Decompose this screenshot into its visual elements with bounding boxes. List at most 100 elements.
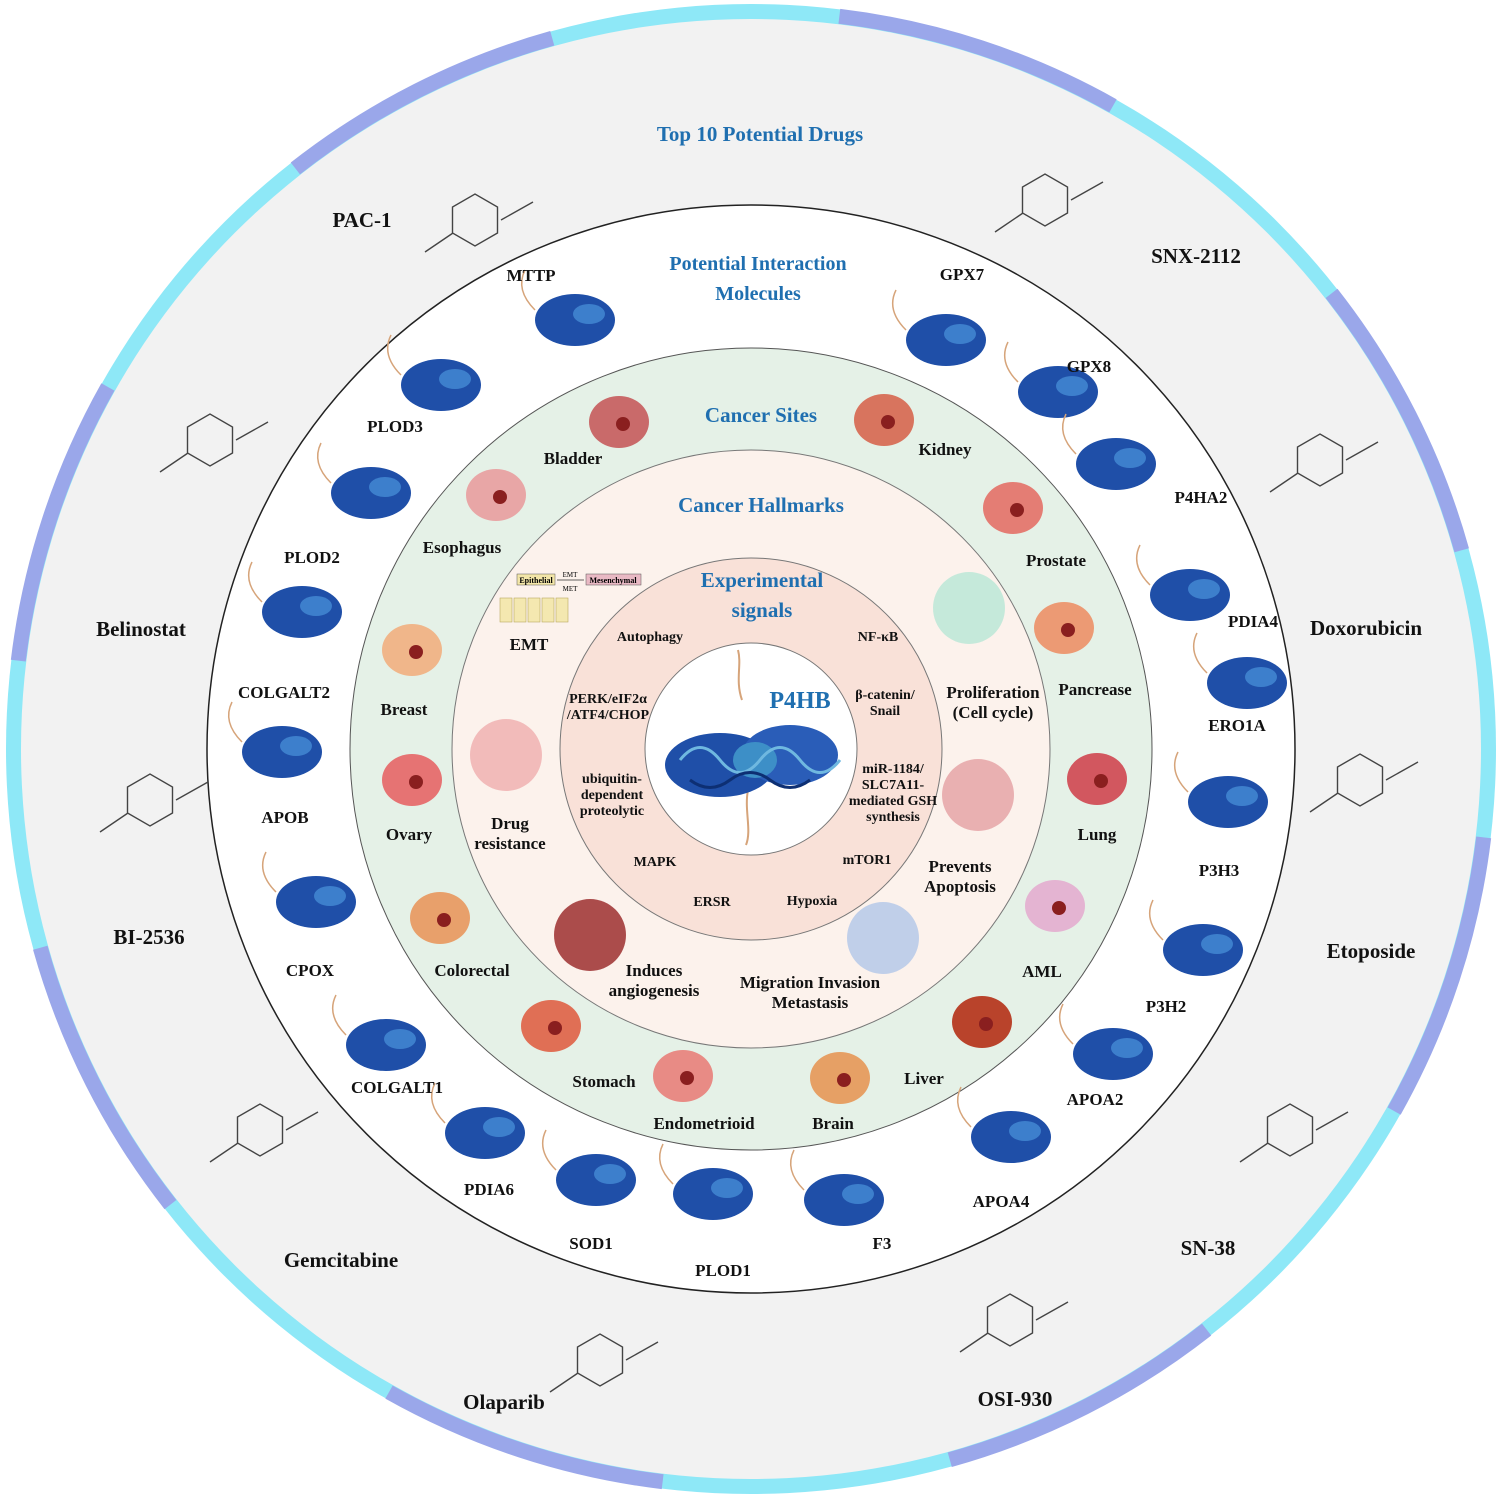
molecule-label-pdia4: PDIA4 (1228, 612, 1279, 631)
tumor-icon (437, 913, 451, 927)
molecule-label-apoa2: APOA2 (1067, 1090, 1124, 1109)
protein-structure-icon (658, 1143, 753, 1220)
tumor-icon (881, 415, 895, 429)
hallmark-icon (554, 899, 626, 971)
tumor-icon (493, 490, 507, 504)
signal-label: mTOR1 (843, 853, 892, 868)
drug-label-belinostat: Belinostat (96, 617, 186, 641)
protein-structure-icon (331, 994, 426, 1071)
molecule-label-pdia6: PDIA6 (464, 1180, 514, 1199)
protein-structure-icon (520, 269, 615, 346)
tumor-icon (1052, 901, 1066, 915)
drugs-ring-title: Top 10 Potential Drugs (657, 122, 863, 146)
protein-structure-icon (1192, 632, 1287, 709)
molecule-label-plod1: PLOD1 (695, 1261, 751, 1280)
tumor-icon (409, 645, 423, 659)
signal-label: MAPK (634, 855, 677, 870)
p4hb-protein-icon (665, 725, 842, 797)
site-label-prostate: Prostate (1026, 551, 1087, 570)
molecule-label-gpx8: GPX8 (1067, 357, 1111, 376)
emt-cell (555, 597, 569, 623)
molecule-label-apoa4: APOA4 (973, 1192, 1030, 1211)
tumor-icon (837, 1073, 851, 1087)
protein-structure-icon (430, 1082, 525, 1159)
signal-label: β-catenin/Snail (855, 688, 916, 719)
protein-structure-icon (956, 1086, 1051, 1163)
hallmark-label: Proliferation(Cell cycle) (946, 683, 1040, 722)
hallmark-icon (847, 902, 919, 974)
protein-structure-icon (1148, 899, 1243, 976)
chemical-structure-icon (99, 773, 209, 833)
tumor-icon (979, 1017, 993, 1031)
band-segment (947, 1323, 1212, 1467)
molecule-label-ero1a: ERO1A (1208, 716, 1266, 735)
emt-epithelial-box (516, 573, 556, 586)
drugs-layer: PAC-1SNX-2112DoxorubicinEtoposideSN-38OS… (96, 173, 1422, 1414)
emt-epithelial-label: Epithelial (519, 576, 553, 585)
molecule-label-mttp: MTTP (506, 266, 555, 285)
site-label-stomach: Stomach (572, 1072, 636, 1091)
p4hb-tail-top (737, 649, 743, 701)
protein-structure-icon (789, 1149, 884, 1226)
chemical-structure-icon (209, 1103, 319, 1163)
tumor-icon (680, 1071, 694, 1085)
protein-structure-icon (1061, 413, 1156, 490)
p4hb-label: P4HB (769, 688, 830, 714)
chemical-structure-icon (1309, 753, 1419, 813)
emt-mesenchymal-box (585, 573, 642, 586)
molecule-label-f3: F3 (873, 1234, 892, 1253)
emt-cell (513, 597, 527, 623)
drug-label-snx-2112: SNX-2112 (1151, 244, 1241, 268)
protein-structure-icon (1173, 751, 1268, 828)
signals-title-line: signals (732, 598, 793, 622)
molecule-label-apob: APOB (261, 808, 308, 827)
drug-ring-band-segments (10, 8, 1492, 1490)
site-label-esophagus: Esophagus (423, 538, 502, 557)
tumor-icon (616, 417, 630, 431)
protein-structure-icon (1003, 341, 1098, 418)
site-label-endometrioid: Endometrioid (653, 1114, 755, 1133)
emt-cell (541, 597, 555, 623)
drug-label-pac-1: PAC-1 (332, 208, 391, 232)
molecule-label-plod3: PLOD3 (367, 417, 423, 436)
site-label-kidney: Kidney (919, 440, 972, 459)
molecule-label-cpox: CPOX (286, 961, 335, 980)
chemical-structure-icon (549, 1333, 659, 1393)
tumor-icon (548, 1021, 562, 1035)
site-label-bladder: Bladder (544, 449, 603, 468)
molecule-label-p3h2: P3H2 (1146, 997, 1187, 1016)
drug-label-osi-930: OSI-930 (978, 1387, 1053, 1411)
emt-cell (499, 597, 513, 623)
signal-label: Hypoxia (787, 894, 838, 909)
protein-structure-icon (386, 334, 481, 411)
hallmarks-ring-title: Cancer Hallmarks (678, 493, 844, 517)
band-segment (838, 8, 1117, 113)
tumor-icon (409, 775, 423, 789)
site-label-liver: Liver (904, 1069, 944, 1088)
sites-ring-title: Cancer Sites (705, 403, 817, 427)
molecule-label-colgalt1: COLGALT1 (351, 1078, 443, 1097)
molecule-label-p4ha2: P4HA2 (1175, 488, 1228, 507)
emt-mesenchymal-label: Mesenchymal (589, 576, 637, 585)
molecules-ring-title-line2: Molecules (715, 283, 801, 305)
band-segment (1325, 288, 1469, 553)
signal-label: NF-κB (858, 630, 898, 645)
molecule-label-sod1: SOD1 (569, 1234, 612, 1253)
molecules-ring-title-line1: Potential Interaction (669, 253, 846, 275)
p4hb-tail-bottom (745, 789, 750, 846)
site-label-lung: Lung (1078, 825, 1117, 844)
drug-label-gemcitabine: Gemcitabine (284, 1248, 398, 1272)
site-label-aml: AML (1022, 962, 1062, 981)
emt-cell (527, 597, 541, 623)
site-label-pancrease: Pancrease (1058, 680, 1132, 699)
protein-structure-icon (891, 289, 986, 366)
tumor-icon (1010, 503, 1024, 517)
signal-label: PERK/eIF2α/ATF4/CHOP (566, 692, 650, 723)
p4hb-center: P4HB (665, 649, 842, 846)
